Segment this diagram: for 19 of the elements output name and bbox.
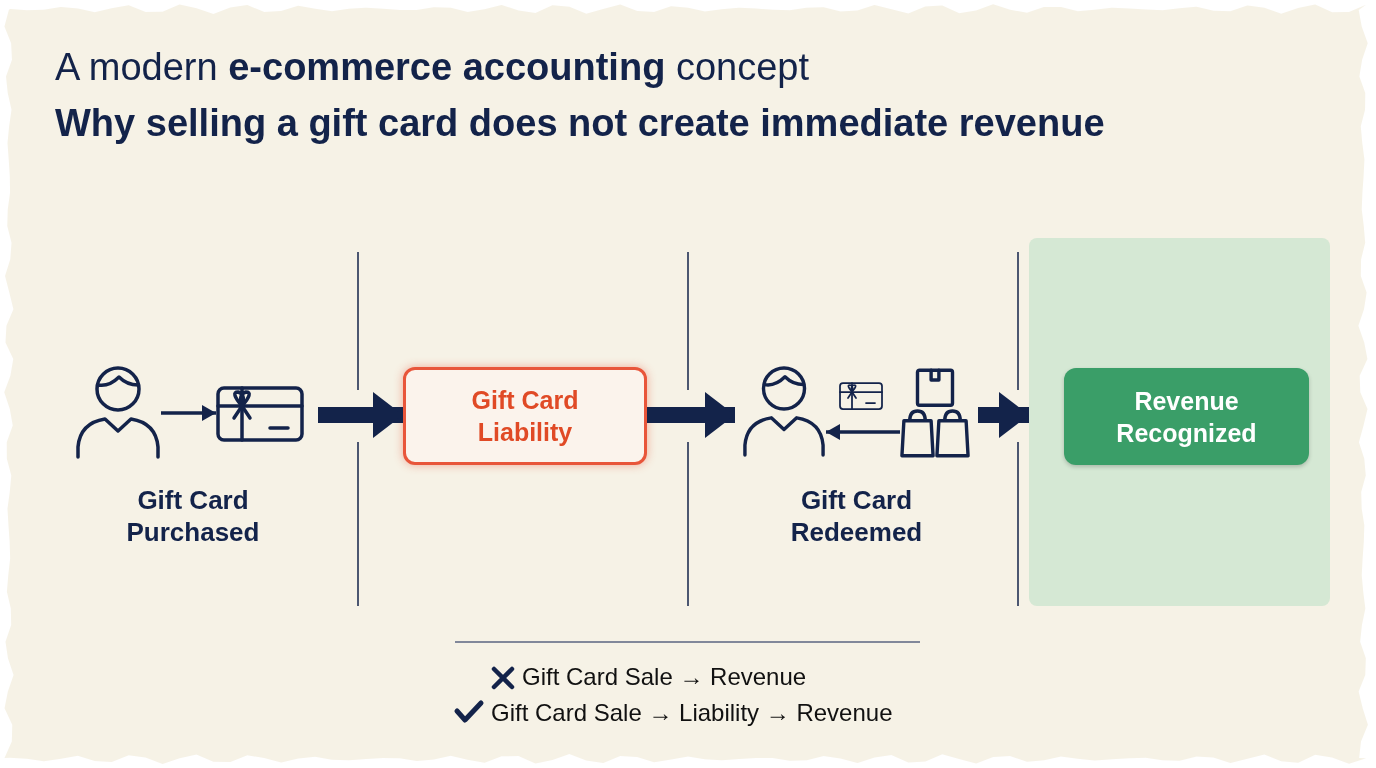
person-icon bbox=[75, 365, 161, 459]
gift-card-icon bbox=[216, 386, 304, 442]
arrow bbox=[647, 392, 735, 438]
person-icon bbox=[742, 365, 826, 457]
arrow bbox=[318, 392, 403, 438]
comparison-text: Gift Card Sale → Revenue bbox=[522, 662, 807, 692]
revenue-box: Revenue Recognized bbox=[1064, 368, 1309, 465]
stage-label: Gift Card Redeemed bbox=[789, 484, 924, 548]
arrow bbox=[978, 392, 1029, 438]
arrow bbox=[826, 424, 900, 440]
comparison-text: Gift Card Sale → Liability → Revenue bbox=[491, 698, 893, 728]
highlight-panel bbox=[1029, 238, 1330, 606]
shopping-bags-icon bbox=[900, 368, 970, 458]
title: A modern e-commerce accounting concept bbox=[55, 45, 809, 90]
stage-label: Gift Card Purchased bbox=[125, 484, 261, 548]
liability-box: Gift Card Liability bbox=[403, 367, 647, 465]
gift-card-icon bbox=[839, 382, 883, 410]
arrow bbox=[161, 405, 216, 421]
subtitle: Why selling a gift card does not create immediate revenue bbox=[55, 101, 1105, 146]
